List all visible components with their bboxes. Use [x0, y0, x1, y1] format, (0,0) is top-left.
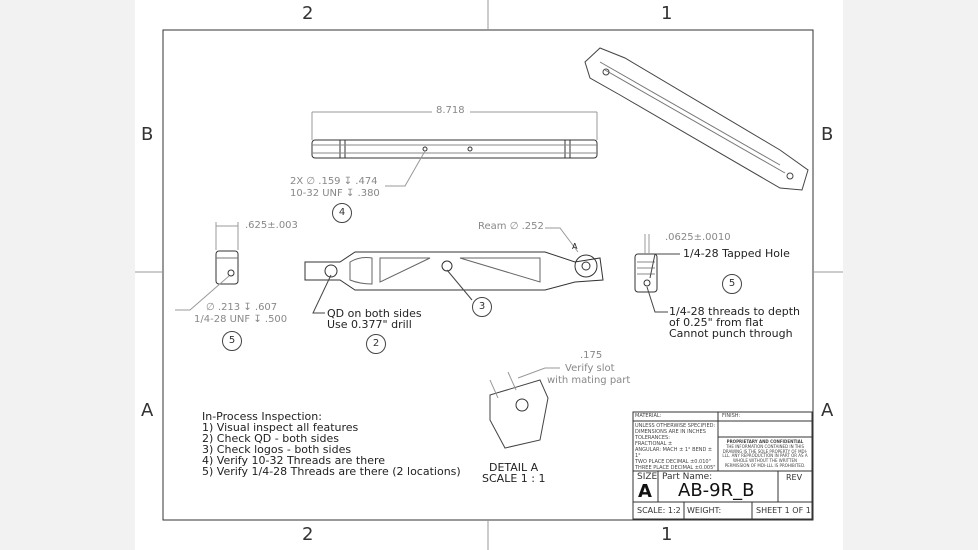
inspection-item: 2) Check QD - both sides [202, 432, 339, 445]
detail-title: DETAIL A [489, 461, 539, 474]
balloon: 5 [722, 274, 742, 294]
hole-callout: 10-32 UNF ↧ .380 [290, 188, 380, 199]
threads-note: of 0.25" from flat [669, 316, 764, 329]
detail-a-view [489, 367, 560, 449]
ream-callout: Ream ∅ .252 [478, 221, 544, 232]
finish-label: FINISH: [722, 413, 741, 419]
balloon: 4 [332, 203, 352, 223]
inspection-item: 4) Verify 10-32 Threads are there [202, 454, 386, 467]
tolerance-line: FRACTIONAL ± [635, 441, 673, 447]
tolerance-line: DIMENSIONS ARE IN INCHES [635, 429, 706, 435]
size-value: A [638, 481, 652, 502]
hole-callout: 2X ∅ .159 ↧ .474 [290, 176, 378, 187]
hole-callout: ∅ .213 ↧ .607 [206, 302, 278, 313]
slot-note: with mating part [547, 375, 631, 386]
width-dimension-text: .0625±.0010 [665, 232, 731, 243]
zone-label-right: B [821, 124, 834, 145]
part-name: AB-9R_B [678, 480, 755, 501]
threads-note: Cannot punch through [669, 327, 793, 340]
weight-label: WEIGHT: [687, 506, 722, 515]
tolerance-line: TOLERANCES: [635, 435, 670, 441]
scale-label: SCALE: 1:2 [637, 506, 681, 515]
zone-label-left: B [141, 124, 154, 145]
inspection-item: 1) Visual inspect all features [202, 421, 359, 434]
inspection-item: 5) Verify 1/4-28 Threads are there (2 lo… [202, 465, 461, 478]
end-view-left [175, 222, 239, 311]
proprietary-title: PROPRIETARY AND CONFIDENTIAL [726, 439, 804, 444]
proprietary-text: THE INFORMATION CONTAINED IN THIS DRAWIN… [722, 443, 808, 468]
part-name-label: Part Name: [662, 472, 713, 482]
zone-label-top: 1 [661, 3, 673, 24]
end-view-right [634, 234, 680, 313]
title-block-lines [632, 411, 813, 520]
slot-dimension-text: .175 [580, 350, 603, 361]
detail-scale: SCALE 1 : 1 [482, 472, 546, 485]
material-label: MATERIAL: [635, 413, 662, 419]
side-view-part [304, 227, 604, 314]
qd-note: QD on both sides [327, 307, 422, 320]
tolerance-line: THREE PLACE DECIMAL ±0.005" [635, 465, 716, 471]
inspection-item: 3) Check logos - both sides [202, 443, 352, 456]
balloon: 5 [222, 331, 242, 351]
tolerance-line: UNLESS OTHERWISE SPECIFIED: [635, 423, 716, 429]
detail-label: A [572, 242, 578, 251]
zone-label-left: A [141, 400, 154, 421]
zone-label-bottom: 1 [661, 524, 673, 545]
zone-label-top: 2 [302, 3, 314, 24]
length-dimension-text: 8.718 [436, 105, 465, 116]
proprietary-block: PROPRIETARY AND CONFIDENTIAL THE INFORMA… [720, 439, 810, 469]
tolerances-block: UNLESS OTHERWISE SPECIFIED: DIMENSIONS A… [635, 423, 717, 471]
balloon: 3 [472, 297, 492, 317]
inspection-title: In-Process Inspection: [202, 410, 322, 423]
tapped-hole-note: 1/4-28 Tapped Hole [683, 247, 790, 260]
slot-note: Verify slot [565, 363, 615, 374]
top-view-part [311, 139, 598, 159]
width-dimension-text: .625±.003 [245, 220, 298, 231]
threads-note: 1/4-28 threads to depth [669, 305, 801, 318]
zone-label-bottom: 2 [302, 524, 314, 545]
hole-callout: 1/4-28 UNF ↧ .500 [194, 314, 288, 325]
length-dimension [311, 111, 598, 187]
sheet-label: SHEET 1 OF 1 [756, 506, 811, 515]
size-label: SIZE [637, 472, 658, 482]
rev-label: REV [786, 473, 803, 482]
tolerance-line: ANGULAR: MACH ± 1° BEND ± 1° [635, 447, 713, 459]
qd-note: Use 0.377" drill [327, 318, 412, 331]
tolerance-line: TWO PLACE DECIMAL ±0.010" [635, 459, 711, 465]
balloon: 2 [366, 334, 386, 354]
isometric-view [584, 47, 809, 191]
zone-label-right: A [821, 400, 834, 421]
